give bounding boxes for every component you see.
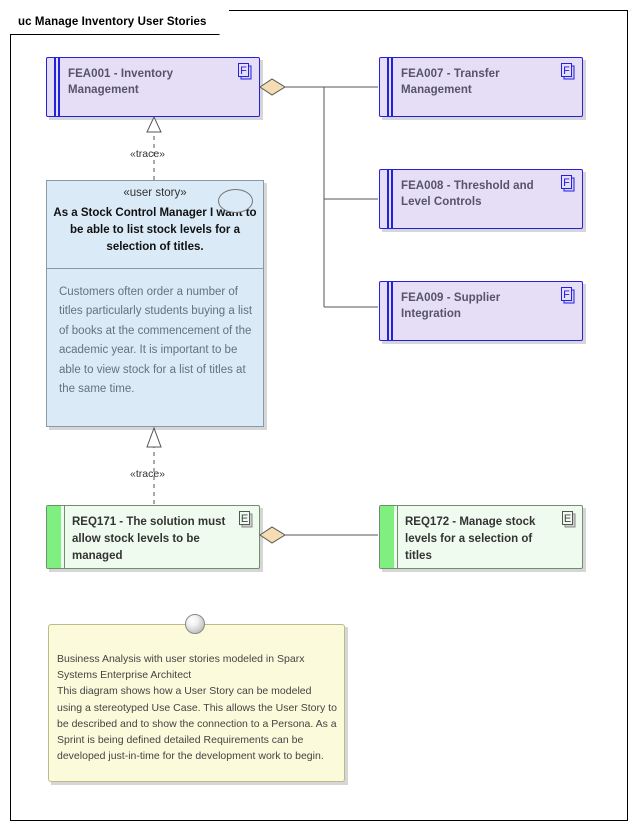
connector-label-trace-upper: «trace»: [130, 148, 166, 160]
svg-text:E: E: [241, 513, 248, 525]
svg-text:F: F: [563, 65, 570, 77]
note-text: Business Analysis with user stories mode…: [57, 653, 337, 763]
user-story-stereotype: «user story»: [123, 187, 187, 199]
svg-text:F: F: [563, 177, 570, 189]
svg-text:E: E: [564, 513, 571, 525]
node-feature-fea009[interactable]: FEA009 - Supplier Integration F: [379, 281, 586, 344]
node-title-fea007: FEA007 - Transfer Management: [401, 68, 500, 96]
requirement-separator-line: [64, 506, 65, 568]
feature-badge-icon: F: [561, 287, 575, 304]
user-story-name: As a Stock Control Manager I want to be …: [53, 207, 257, 253]
feature-stripe-2: [391, 57, 393, 117]
node-note[interactable]: Business Analysis with user stories mode…: [48, 624, 348, 785]
svg-text:F: F: [240, 65, 247, 77]
frame-title-tab[interactable]: uc Manage Inventory User Stories: [10, 10, 229, 34]
feature-stripe-2: [391, 169, 393, 229]
feature-stripe-1: [387, 57, 389, 117]
feature-stripe-2: [58, 57, 60, 117]
node-title-fea001: FEA001 - Inventory Management: [68, 68, 174, 96]
feature-badge-icon: F: [238, 63, 252, 80]
node-body: [48, 624, 345, 782]
feature-badge-icon: F: [561, 175, 575, 192]
feature-badge-icon: F: [561, 63, 575, 80]
requirement-accent-bar: [47, 506, 61, 568]
requirement-badge-icon: E: [239, 511, 253, 528]
user-story-header: «user story» As a Stock Control Manager …: [46, 180, 264, 269]
node-title-req171: REQ171 - The solution must allow stock l…: [72, 516, 226, 562]
requirement-accent-bar: [380, 506, 394, 568]
node-feature-fea007[interactable]: FEA007 - Transfer Management F: [379, 57, 586, 120]
node-body: [379, 57, 583, 117]
requirement-separator-line: [397, 506, 398, 568]
svg-text:F: F: [563, 289, 570, 301]
note-pin-icon: [185, 614, 205, 634]
node-body: [379, 169, 583, 229]
node-title-fea008: FEA008 - Threshold and Level Controls: [401, 180, 534, 208]
node-body: [46, 180, 264, 427]
connector-label-trace-lower: «trace»: [130, 468, 166, 480]
requirement-badge-icon: E: [562, 511, 576, 528]
node-feature-fea001[interactable]: FEA001 - Inventory Management F: [46, 57, 263, 120]
node-user-story[interactable]: «user story» As a Stock Control Manager …: [46, 180, 267, 430]
use-case-ellipse-icon: [218, 189, 253, 213]
feature-stripe-2: [391, 281, 393, 341]
feature-stripe-1: [387, 169, 389, 229]
node-body: [379, 505, 583, 569]
frame-title-label: uc Manage Inventory User Stories: [18, 16, 207, 28]
feature-stripe-1: [54, 57, 56, 117]
node-title-fea009: FEA009 - Supplier Integration: [401, 292, 501, 320]
node-feature-fea008[interactable]: FEA008 - Threshold and Level Controls F: [379, 169, 586, 232]
node-body: [379, 281, 583, 341]
node-requirement-req172[interactable]: REQ172 - Manage stock levels for a selec…: [379, 505, 586, 572]
node-title-req172: REQ172 - Manage stock levels for a selec…: [405, 516, 536, 562]
user-story-description: Customers often order a number of titles…: [59, 286, 253, 396]
node-body: [46, 505, 260, 569]
feature-stripe-1: [387, 281, 389, 341]
node-requirement-req171[interactable]: REQ171 - The solution must allow stock l…: [46, 505, 263, 572]
